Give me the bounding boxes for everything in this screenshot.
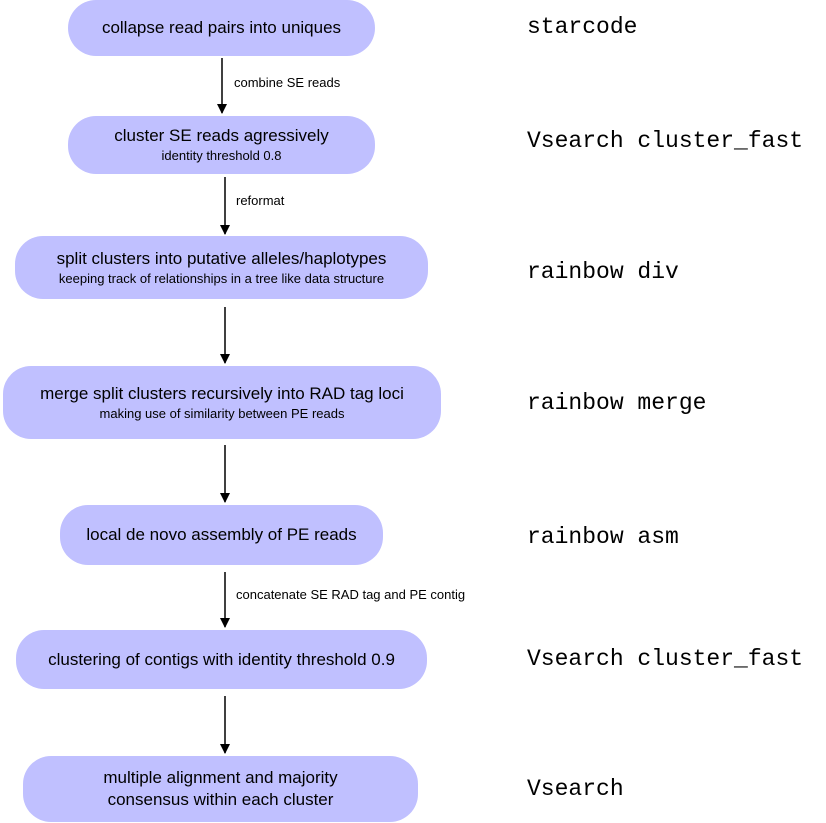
- edge-label-2: reformat: [236, 193, 285, 208]
- step-node-1: collapse read pairs into uniques: [68, 0, 375, 56]
- step-tool-6: Vsearch cluster_fast: [527, 646, 804, 672]
- step-subtitle: identity threshold 0.8: [161, 148, 282, 163]
- step-title: cluster SE reads agressively: [114, 126, 329, 145]
- step-node-6: clustering of contigs with identity thre…: [16, 630, 427, 689]
- step-title: split clusters into putative alleles/hap…: [56, 248, 387, 268]
- step-tool-2: Vsearch cluster_fast: [527, 128, 804, 154]
- edge-label-5: concatenate SE RAD tag and PE contig: [236, 587, 466, 602]
- step-tool-5: rainbow asm: [527, 524, 679, 550]
- step-tool-3: rainbow div: [527, 259, 679, 285]
- step-node-7: multiple alignment and majority consensu…: [23, 756, 418, 822]
- step-title: local de novo assembly of PE reads: [86, 525, 357, 544]
- step-subtitle: making use of similarity between PE read…: [99, 405, 345, 421]
- step-tool-1: starcode: [527, 14, 638, 40]
- step-title: merge split clusters recursively into RA…: [40, 383, 404, 403]
- step-node-5: local de novo assembly of PE reads: [60, 505, 383, 565]
- step-title: multiple alignment and majority consensu…: [103, 768, 338, 809]
- step-node-4: merge split clusters recursively into RA…: [3, 366, 441, 439]
- step-node-3: split clusters into putative alleles/hap…: [15, 236, 428, 299]
- step-tool-4: rainbow merge: [527, 390, 707, 416]
- step-subtitle: keeping track of relationships in a tree…: [58, 270, 385, 286]
- step-node-2: cluster SE reads agressively identity th…: [68, 116, 375, 174]
- edge-label-1: combine SE reads: [234, 75, 341, 90]
- step-title: collapse read pairs into uniques: [101, 18, 342, 37]
- step-tool-7: Vsearch: [527, 776, 624, 802]
- step-title: clustering of contigs with identity thre…: [48, 649, 395, 669]
